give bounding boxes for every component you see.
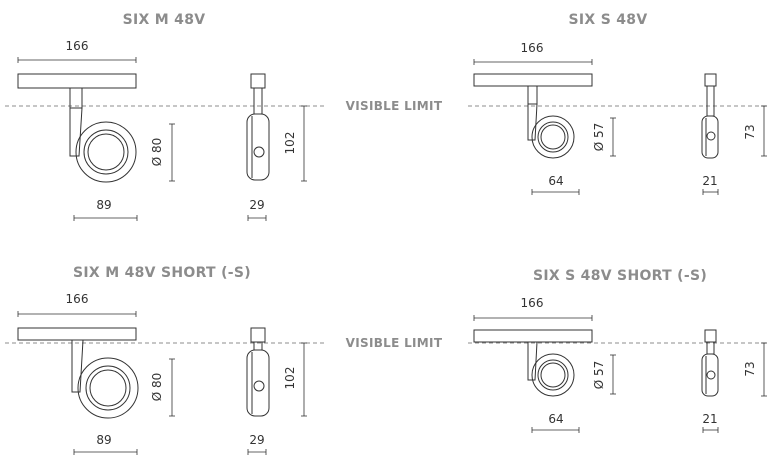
lamp-head <box>75 121 137 183</box>
variant-six-s-48v-short: SIX S 48V SHORT (-S) 166 Ø 57 64 7 <box>473 268 767 433</box>
lamp-head <box>531 115 575 159</box>
height-dimension-label: 102 <box>283 367 297 390</box>
diameter-dimension-label: Ø 57 <box>592 361 606 390</box>
variant-title: SIX S 48V SHORT (-S) <box>533 268 707 284</box>
visible-limit-label-bottom: VISIBLE LIMIT <box>346 336 443 350</box>
side-lamp-body <box>701 353 719 397</box>
lens-inner <box>540 124 566 150</box>
lens-outer <box>537 121 569 153</box>
side-lamp-body <box>701 115 719 159</box>
variant-six-m-48v-short: SIX M 48V SHORT (-S) 166 Ø 80 89 1 <box>17 265 307 455</box>
side-adapter <box>704 73 717 87</box>
side-width-dimension-label: 21 <box>702 412 717 426</box>
side-view <box>246 73 270 181</box>
front-view <box>17 73 137 183</box>
side-pivot <box>253 146 265 158</box>
width-dimension-label: 166 <box>521 296 544 310</box>
diameter-dimension-label: Ø 80 <box>150 373 164 402</box>
width-dimension-label: 166 <box>521 41 544 55</box>
variant-six-m-48v: SIX M 48V 166 Ø 80 89 <box>17 12 307 221</box>
depth-dimension-label: 89 <box>96 198 111 212</box>
front-view <box>473 329 593 397</box>
lens-inner <box>89 369 127 407</box>
side-view <box>246 327 270 417</box>
lens-outer <box>83 129 129 175</box>
depth-dimension-label: 89 <box>96 433 111 447</box>
track-adapter <box>17 73 137 89</box>
side-width-dimension-label: 29 <box>249 433 264 447</box>
side-width-dimension-label: 21 <box>702 174 717 188</box>
lens-inner <box>87 133 125 171</box>
lamp-head <box>531 353 575 397</box>
lens-outer <box>537 359 569 391</box>
side-lamp-body <box>246 113 270 181</box>
side-view <box>701 329 719 397</box>
arm <box>527 341 538 381</box>
side-lamp-body <box>246 349 270 417</box>
arm <box>71 339 84 393</box>
side-adapter <box>250 73 266 89</box>
stem <box>527 85 538 105</box>
track-adapter <box>473 73 593 87</box>
side-stem <box>253 87 263 115</box>
height-dimension-label: 102 <box>283 132 297 155</box>
width-dimension-label: 166 <box>66 39 89 53</box>
visible-limit-label-top: VISIBLE LIMIT <box>346 99 443 113</box>
depth-dimension-label: 64 <box>548 174 563 188</box>
side-stem <box>706 341 715 355</box>
track-adapter <box>473 329 593 343</box>
width-dimension-label: 166 <box>66 292 89 306</box>
side-pivot <box>253 380 265 392</box>
height-dimension-label: 73 <box>743 124 757 139</box>
variant-six-s-48v: SIX S 48V 166 Ø 57 64 73 <box>473 12 767 195</box>
side-adapter <box>250 327 266 343</box>
diameter-dimension-label: Ø 80 <box>150 138 164 167</box>
side-stem <box>706 85 715 117</box>
side-width-dimension-label: 29 <box>249 198 264 212</box>
front-view <box>17 327 139 419</box>
lamp-head <box>77 357 139 419</box>
arm <box>69 107 83 157</box>
lens-outer <box>85 365 131 411</box>
height-dimension-label: 73 <box>743 361 757 376</box>
track-adapter <box>17 327 137 341</box>
side-pivot <box>706 370 716 380</box>
variant-title: SIX S 48V <box>569 12 648 28</box>
arm <box>527 103 538 141</box>
side-pivot <box>706 131 716 141</box>
variant-title: SIX M 48V <box>123 12 206 28</box>
stem <box>69 87 83 109</box>
depth-dimension-label: 64 <box>548 412 563 426</box>
diameter-dimension-label: Ø 57 <box>592 123 606 152</box>
lens-inner <box>540 362 566 388</box>
side-view <box>701 73 719 159</box>
front-view <box>473 73 593 159</box>
side-adapter <box>704 329 717 343</box>
variant-title: SIX M 48V SHORT (-S) <box>73 265 251 281</box>
